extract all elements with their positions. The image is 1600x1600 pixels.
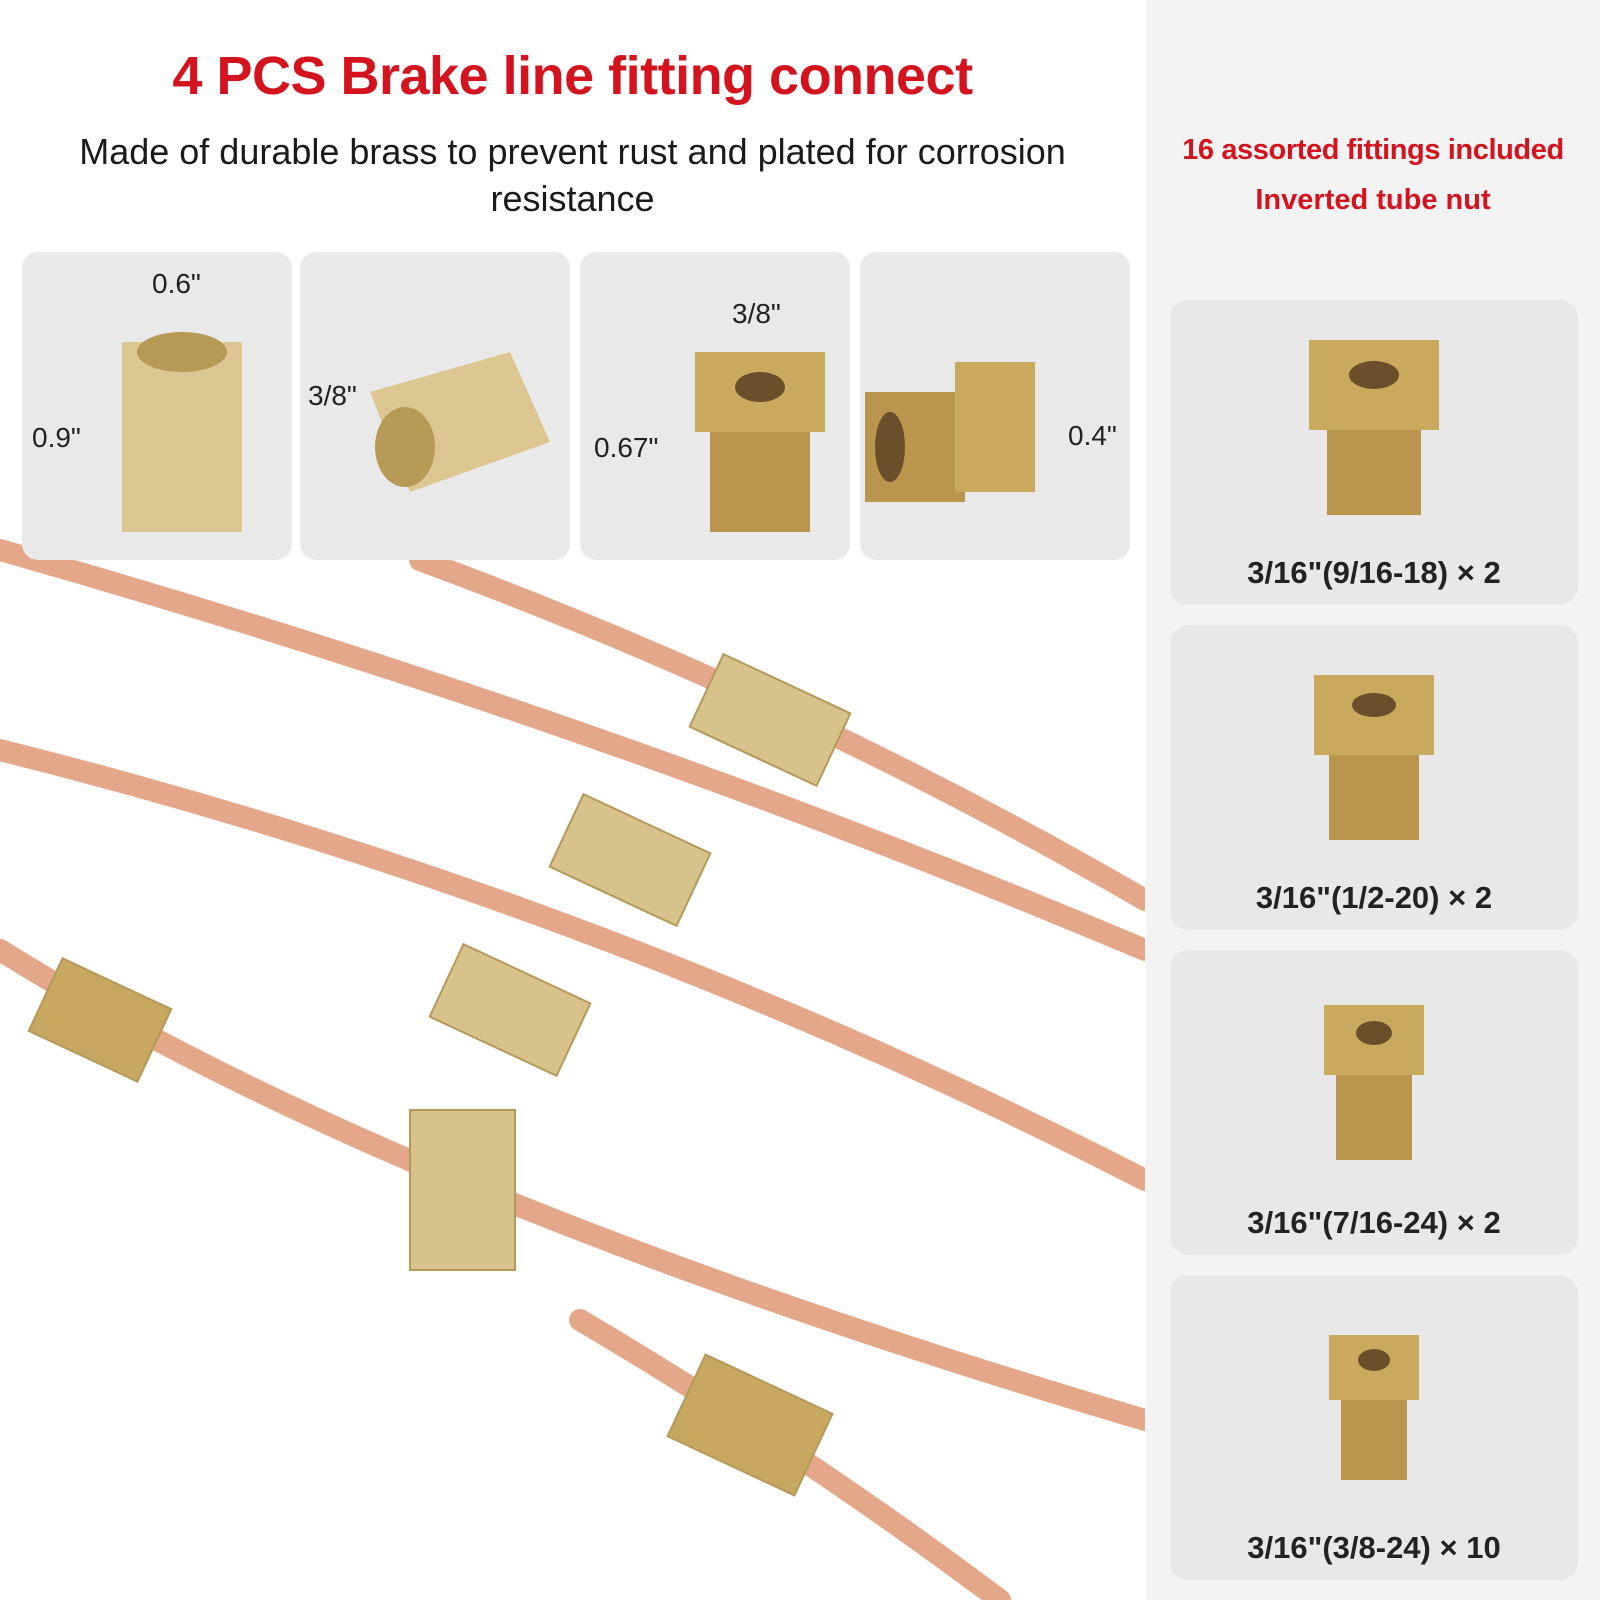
height-label: 0.67" [594,432,659,463]
fitting-label: 3/16"(3/8-24) × 10 [1247,1530,1501,1565]
fitting-card: 3/16"(3/8-24) × 10 [1170,1275,1578,1580]
hex-coupler-icon [122,332,242,532]
tube-nut-icon [1314,675,1434,840]
fitting-card: 3/16"(7/16-24) × 2 [1170,950,1578,1255]
dimension-card-1: 0.6" 0.9" [22,252,292,560]
dimension-card-4: 0.4" [860,252,1130,560]
tube-nut-icon [1309,340,1439,515]
hex-coupler-icon [370,352,550,492]
tube-nut-icon [1329,1335,1419,1480]
tube-nut-icon [695,352,825,532]
fitting-label: 3/16"(1/2-20) × 2 [1255,880,1493,915]
subtitle: Made of durable brass to prevent rust an… [79,131,1066,219]
fittings-subheading: Inverted tube nut [1255,184,1491,216]
tube-nut [666,1353,834,1497]
fittings-heading: 16 assorted fittings included [1182,134,1564,166]
brass-coupler [409,1109,516,1271]
copper-tube [0,739,1145,1191]
fitting-card: 3/16"(9/16-18) × 2 [1170,300,1578,605]
height-label: 0.9" [32,422,81,453]
dimension-card-3: 3/8" 0.67" [580,252,850,560]
page-title: 4 PCS Brake line fitting connect [172,46,973,106]
width-label: 0.6" [152,268,201,299]
fittings-panel: 16 assorted fittings included Inverted t… [1146,0,1600,1600]
copper-tube [0,539,1145,961]
product-photo [0,539,1145,1600]
fitting-label: 3/16"(7/16-24) × 2 [1247,1205,1501,1240]
hex-label: 3/8" [308,380,357,411]
brass-coupler [688,652,852,788]
height-label: 0.4" [1068,420,1117,451]
tube-nut-icon [1324,1005,1424,1160]
fitting-label: 3/16"(9/16-18) × 2 [1247,555,1501,590]
width-label: 3/8" [732,298,781,329]
fitting-card: 3/16"(1/2-20) × 2 [1170,625,1578,930]
tube-nut-icon [865,362,1035,502]
brass-coupler [428,942,592,1078]
brass-coupler [548,792,712,928]
dimension-card-2: 3/8" [300,252,570,560]
tube-nut [27,957,173,1083]
